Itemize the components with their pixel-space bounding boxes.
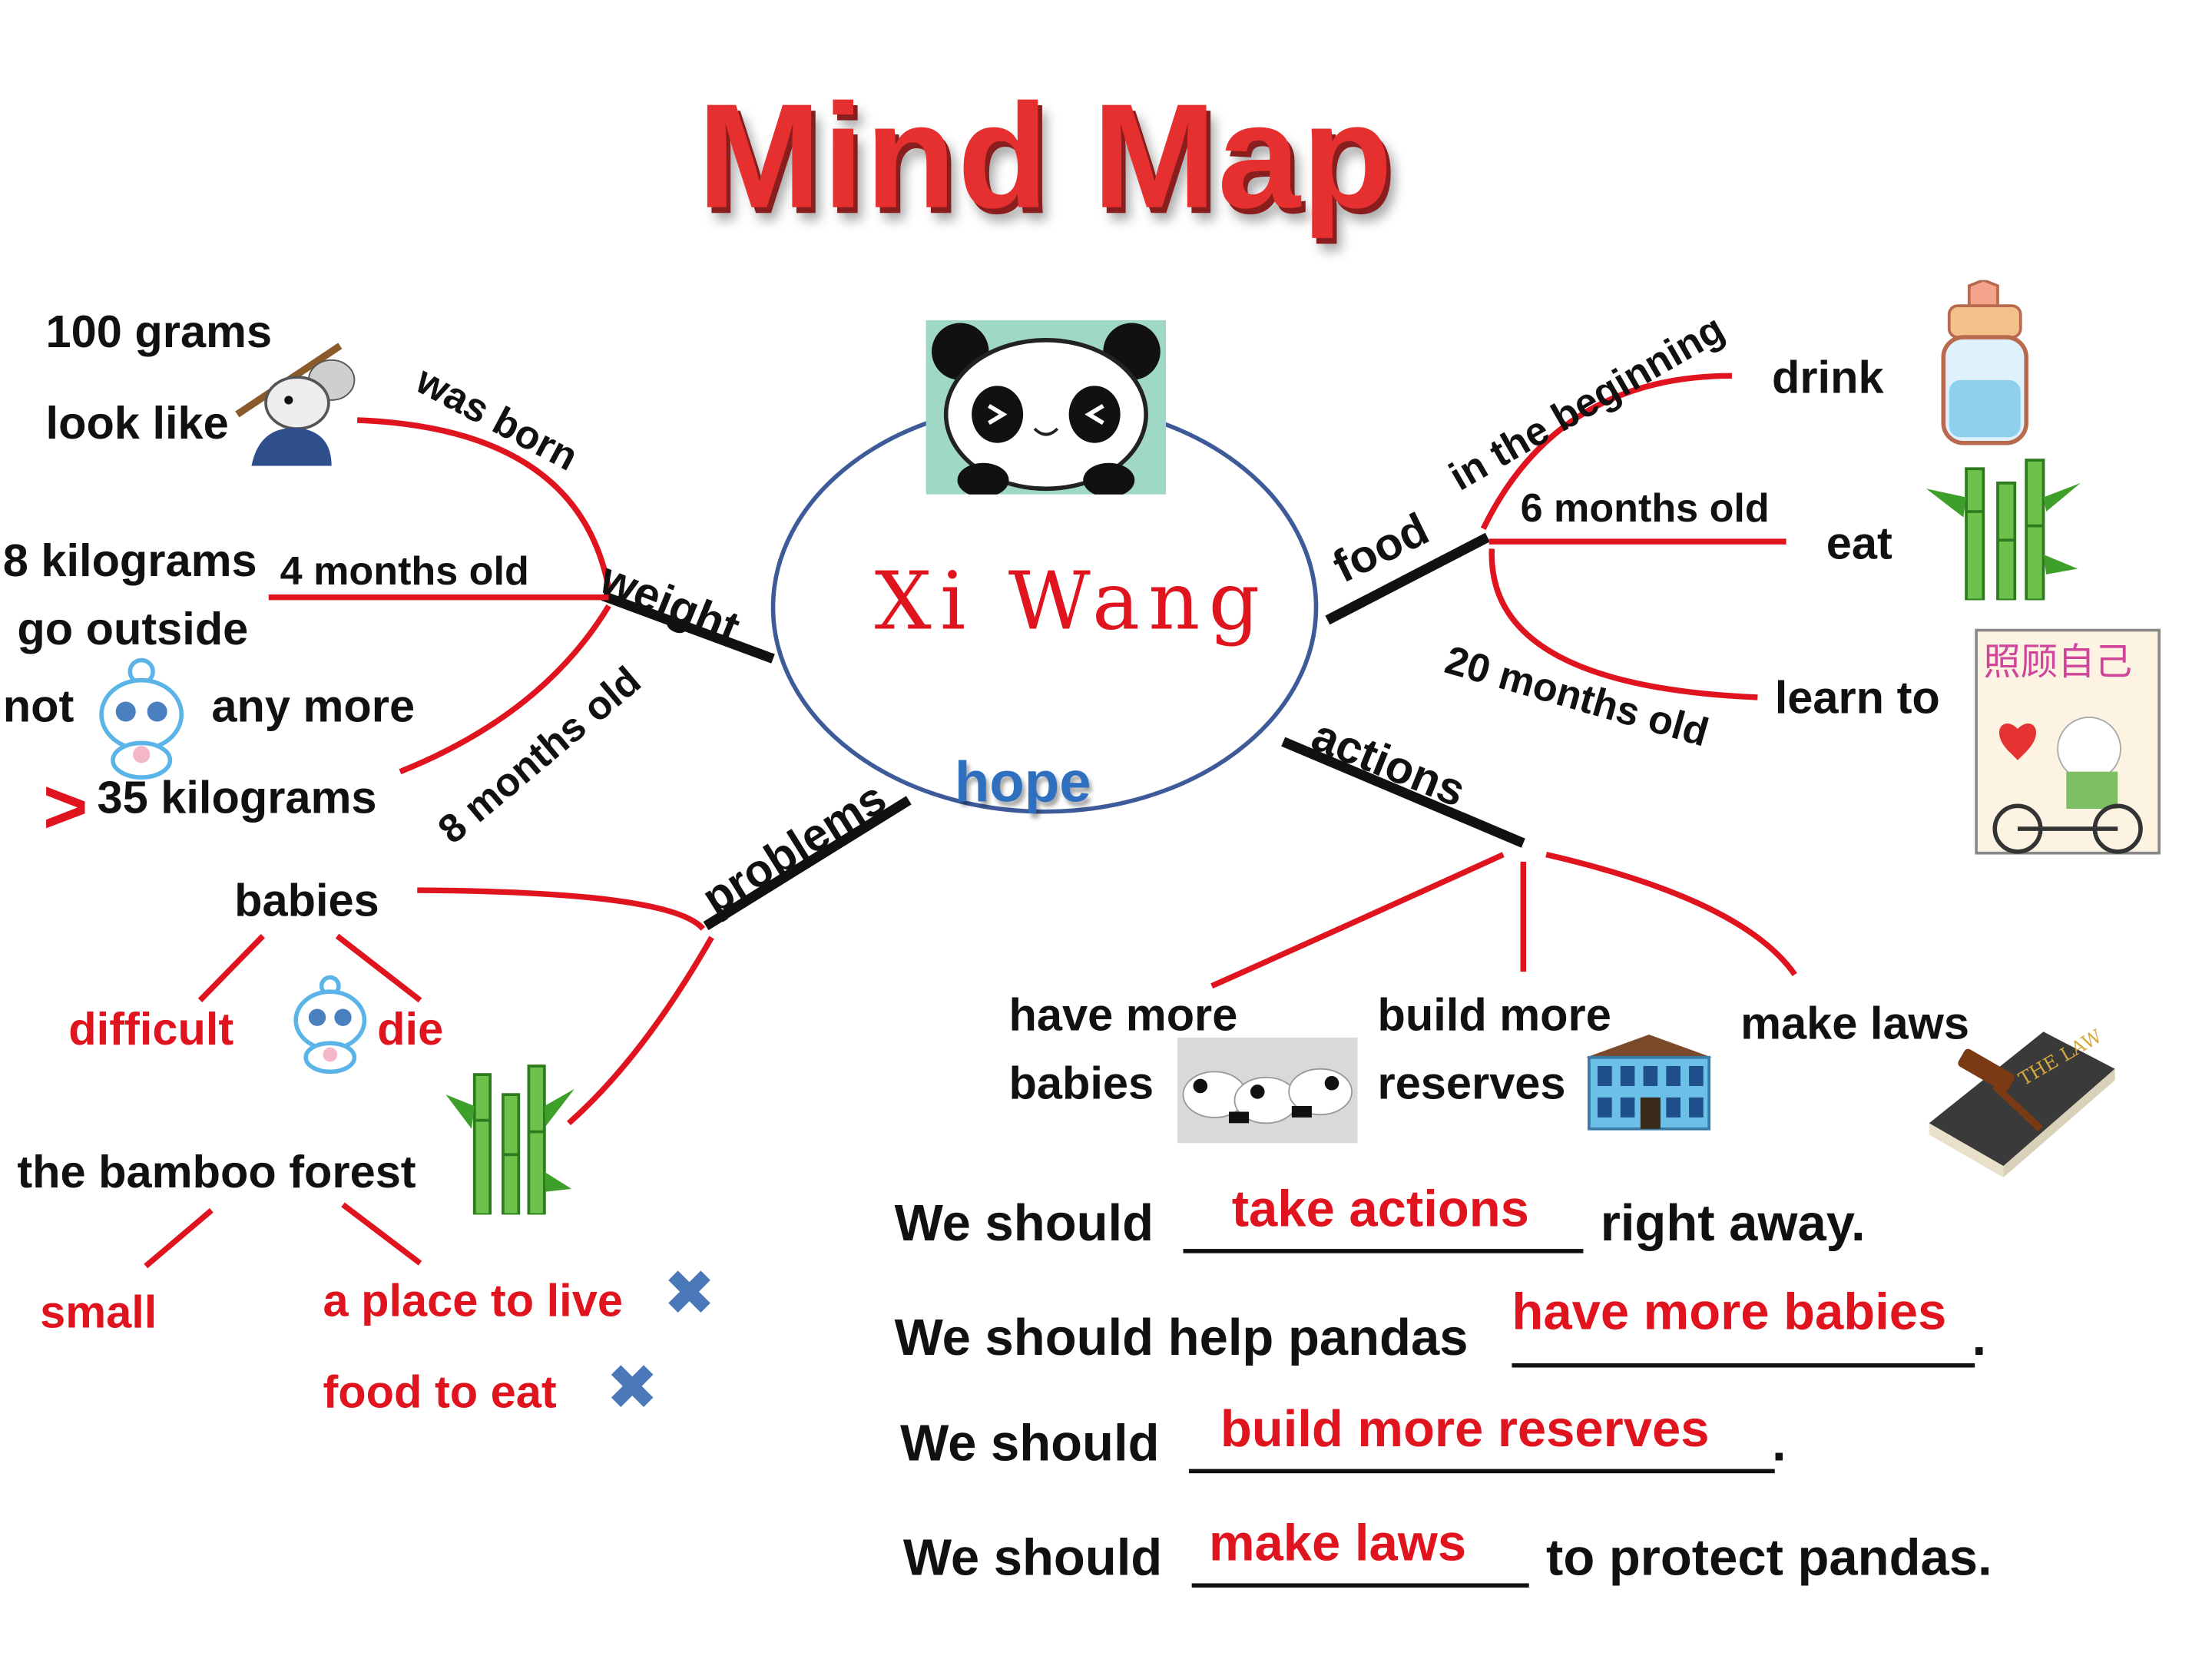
- hope-label: hope: [954, 751, 1091, 815]
- weight-8months-line: [399, 604, 611, 775]
- poster-caption: 照顾自己: [1983, 641, 2131, 684]
- any-more-text: any more: [211, 680, 416, 732]
- build-reserves-text: reserves: [1377, 1057, 1566, 1109]
- sentence-1-after: right away.: [1600, 1193, 1866, 1252]
- drink-text: drink: [1772, 351, 1884, 403]
- problems-forest-line: [567, 935, 714, 1126]
- x-mark-icon-place: ✖: [663, 1259, 716, 1330]
- die-text: die: [377, 1003, 444, 1055]
- bamboo-forest-text: the bamboo forest: [17, 1146, 416, 1198]
- panda-face-image: [926, 320, 1167, 498]
- sentence-3-after: .: [1772, 1413, 1786, 1472]
- sentence-4-answer: make laws: [1208, 1513, 1467, 1572]
- sentence-4-blank: [1191, 1538, 1529, 1588]
- four-months-label: 4 months old: [280, 548, 529, 594]
- food-beginning-line: [1480, 373, 1732, 531]
- sentence-2-answer: have more babies: [1512, 1281, 1947, 1341]
- bamboo-image-food: [1923, 455, 2083, 602]
- page-title: Mind Map: [697, 74, 1394, 240]
- sentence-1-answer: take actions: [1231, 1178, 1529, 1238]
- difficult-text: difficult: [68, 1003, 234, 1055]
- problems-babies-line: [417, 887, 706, 931]
- sentence-3-answer: build more reserves: [1220, 1399, 1710, 1458]
- law-book-image: THE LAW: [1923, 1018, 2121, 1181]
- sentence-1-blank: [1183, 1204, 1584, 1253]
- sentence-3-before: We should: [900, 1413, 1160, 1472]
- babies-difficult-line: [197, 934, 265, 1002]
- have-more-text: have more: [1008, 988, 1238, 1041]
- look-like-text: look like: [45, 397, 229, 449]
- actions-babies-line: [1210, 852, 1505, 989]
- food-to-eat-text: food to eat: [323, 1366, 557, 1418]
- babies-text: babies: [234, 874, 379, 926]
- small-text: small: [40, 1286, 157, 1338]
- make-laws-text: make laws: [1740, 997, 1969, 1049]
- build-more-text: build more: [1377, 988, 1611, 1041]
- sentence-2-before: We should help pandas: [894, 1307, 1469, 1366]
- weight-stem: [601, 591, 775, 664]
- six-months-label: 6 months old: [1520, 485, 1770, 531]
- sentence-2-after: .: [1972, 1307, 1987, 1366]
- eight-kg-text: 8 kilograms: [2, 534, 257, 586]
- learn-to-text: learn to: [1774, 671, 1940, 724]
- not-text: not: [2, 680, 75, 732]
- x-mark-icon-food: ✖: [605, 1353, 659, 1424]
- forest-place-line: [341, 1202, 422, 1266]
- sentence-4-before: We should: [902, 1527, 1163, 1587]
- problems-stem: [703, 796, 912, 931]
- weight-born-line: [356, 417, 612, 590]
- go-outside-text: go outside: [17, 603, 249, 655]
- building-image: [1578, 1035, 1720, 1132]
- babies-die-line: [335, 933, 422, 1003]
- food-stem: [1325, 532, 1490, 625]
- baby-panda-icon-small: [289, 975, 372, 1075]
- eat-text: eat: [1826, 517, 1892, 569]
- sentence-4-after: to protect pandas.: [1546, 1527, 1992, 1587]
- sentence-2-blank: [1512, 1317, 1975, 1368]
- actions-laws-line: [1545, 851, 1797, 976]
- baby-panda-icon: [94, 657, 189, 780]
- baby-pandas-image: [1177, 1037, 1358, 1144]
- mouse-image: [231, 343, 359, 466]
- bamboo-image-problems: [445, 1063, 575, 1217]
- forest-small-line: [144, 1208, 214, 1269]
- sentence-3-blank: [1188, 1423, 1775, 1474]
- poster-image: 照顾自己: [1975, 628, 2161, 855]
- sentence-1-before: We should: [894, 1193, 1154, 1252]
- place-to-live-text: a place to live: [323, 1274, 623, 1326]
- have-more-babies-text: babies: [1008, 1057, 1154, 1109]
- greater-than-symbol: >: [42, 764, 88, 850]
- thirty-five-kg-text: 35 kilograms: [97, 771, 377, 823]
- center-name: Xi Wang: [874, 555, 1269, 649]
- actions-stem: [1281, 737, 1525, 848]
- baby-bottle-image: [1929, 278, 2044, 452]
- grams-text: 100 grams: [45, 306, 273, 358]
- food-20months-line: [1488, 548, 1758, 700]
